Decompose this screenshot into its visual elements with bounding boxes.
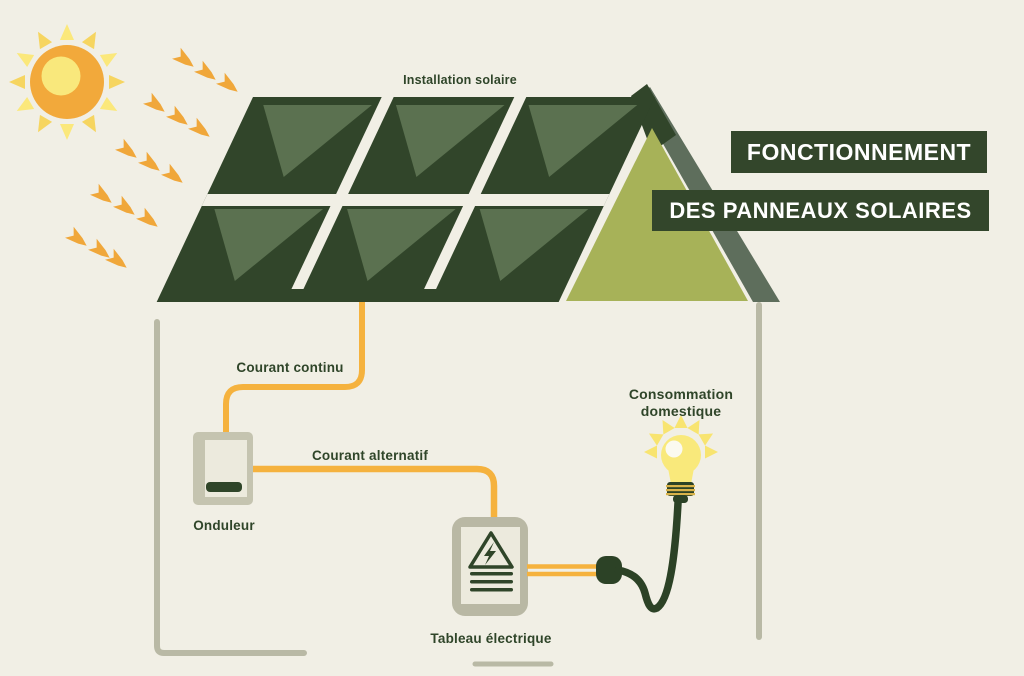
sunbeam-arrow-icon — [136, 207, 162, 233]
breaker-line — [470, 588, 513, 592]
bulb-thread — [666, 489, 695, 492]
courant-alternatif-label: Courant alternatif — [311, 448, 429, 463]
sunbeam-arrow-icon — [166, 105, 192, 131]
inverter-vent-bar — [206, 482, 242, 492]
bulb-tip — [673, 495, 688, 503]
consommation-line1: Consommation — [628, 386, 734, 402]
electrical-panel-icon — [452, 517, 528, 616]
sunbeam-arrow-icon — [105, 248, 131, 274]
sunbeam-arrow-icon — [172, 47, 198, 73]
panel-gap-vertical — [291, 97, 394, 289]
sun-core — [41, 56, 81, 96]
bulb-thread — [666, 493, 695, 496]
solar-panel-cell — [479, 209, 589, 281]
breaker-line — [470, 580, 513, 584]
sunbeam-arrow-icon — [113, 195, 139, 221]
bulb-neck — [668, 468, 694, 484]
solar-panel-cell — [347, 209, 456, 281]
power-plug-icon — [527, 556, 622, 584]
breaker-line — [470, 572, 513, 576]
panel-gap-vertical — [424, 97, 527, 289]
house-wall-left — [154, 319, 307, 656]
solar-panel-cell — [263, 105, 372, 177]
solar-panel-cell — [528, 105, 638, 177]
sunbeam-arrow-icon — [115, 138, 141, 164]
ac-wire — [246, 465, 498, 524]
sun-icon — [9, 24, 125, 140]
plug-body — [596, 556, 622, 584]
inverter-box-icon — [193, 432, 253, 505]
onduleur-label: Onduleur — [193, 518, 255, 533]
sunbeam-arrow-icon — [65, 226, 91, 252]
title-banner-line2: DES PANNEAUX SOLAIRES — [652, 190, 989, 231]
sunbeam-arrow-icon — [194, 60, 220, 86]
consommation-line2: domestique — [640, 403, 722, 419]
solar-panel-cell — [395, 105, 505, 177]
title-banner-line1: FONCTIONNEMENT — [731, 131, 987, 173]
sunbeam-arrow-icon — [90, 183, 116, 209]
sunbeam-arrow-icon — [138, 151, 164, 177]
power-cord — [614, 499, 682, 613]
bulb-highlight — [665, 440, 683, 458]
sunbeam-arrow-icon — [188, 117, 214, 143]
courant-continu-label: Courant continu — [236, 360, 344, 375]
light-bulb-icon — [644, 415, 718, 503]
sunbeam-arrow-icon — [143, 92, 169, 118]
solar-panel-cell — [214, 209, 324, 281]
dc-wire — [223, 295, 365, 437]
house-frame — [154, 302, 762, 667]
panel-gap-horizontal — [201, 194, 610, 206]
warning-triangle — [468, 531, 514, 569]
tableau-electrique-label: Tableau électrique — [430, 631, 552, 646]
solar-roof-icon — [156, 97, 655, 302]
high-voltage-warning-icon — [468, 531, 514, 569]
sunbeam-arrow-icon — [216, 72, 242, 98]
lightning-bolt — [484, 542, 496, 565]
consommation-domestique-label: Consommation domestique — [629, 386, 733, 420]
sunbeam-arrow-icon — [161, 163, 187, 189]
installation-solaire-label: Installation solaire — [403, 73, 517, 87]
bulb-thread — [666, 485, 695, 488]
